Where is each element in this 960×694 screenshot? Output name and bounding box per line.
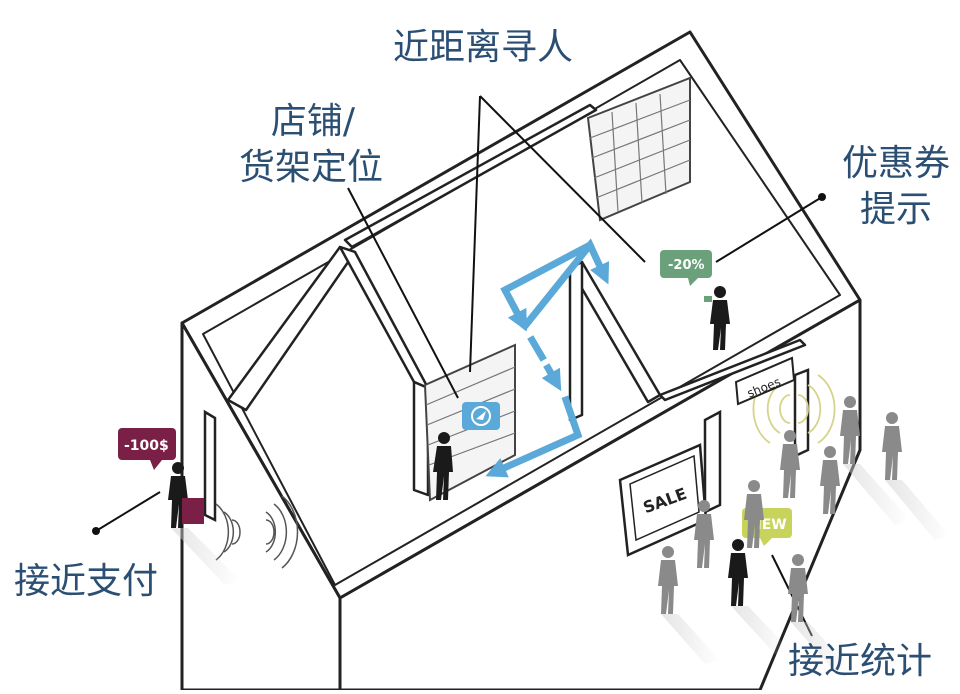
person-coupon — [704, 286, 730, 350]
middle-back-wall — [343, 103, 598, 249]
label-store-shelf-line2: 货架定位 — [238, 147, 383, 188]
leader-dots — [92, 193, 826, 535]
label-coupon-line1: 优惠券 — [841, 143, 950, 184]
back-shelf — [586, 76, 691, 222]
tag-discount-amount: -100$ — [118, 428, 176, 470]
svg-text:-100$: -100$ — [124, 438, 169, 454]
path-top — [500, 240, 595, 332]
crowd-person-6 — [694, 500, 714, 568]
shelf-locator-icon — [462, 402, 500, 430]
crowd-person-7 — [658, 546, 678, 614]
center-divider-face — [568, 260, 584, 422]
crowd-person-2 — [882, 412, 902, 480]
right-door — [703, 368, 810, 514]
path-dash-1 — [527, 335, 547, 362]
crowd-person-5 — [744, 480, 764, 548]
tag-discount-percent: -20% — [660, 250, 712, 286]
crowd-person-8 — [788, 554, 808, 622]
label-near-stats: 接近统计 — [788, 641, 933, 682]
middle-partition — [412, 380, 430, 497]
right-room-wall — [658, 338, 807, 402]
wireless-waves-left — [215, 495, 299, 569]
path-return — [520, 238, 610, 331]
floor-shadows — [171, 464, 950, 672]
crowd — [658, 396, 902, 622]
path-dash-2 — [541, 363, 562, 392]
label-near-payment: 接近支付 — [14, 561, 159, 602]
crowd-person-3 — [780, 430, 800, 498]
person-payment — [168, 462, 204, 528]
crowd-person-1 — [840, 396, 860, 464]
label-coupon-line2: 提示 — [859, 189, 932, 230]
label-store-shelf-line1: 店铺/ — [270, 101, 356, 142]
navigation-path — [485, 238, 610, 478]
svg-text:-20%: -20% — [668, 258, 705, 273]
right-door-frame-2 — [793, 368, 810, 458]
person-shopper-shelf — [433, 432, 453, 500]
crowd-person-4 — [820, 446, 840, 514]
path-bottom — [485, 395, 583, 478]
interior-walls — [226, 103, 807, 497]
person-new-badge — [728, 539, 748, 606]
left-door — [203, 409, 217, 523]
left-door-frame — [203, 409, 217, 523]
label-nearby-finding: 近距离寻人 — [392, 27, 573, 68]
right-door-frame — [703, 409, 722, 514]
sale-sign: SALE — [618, 443, 708, 557]
